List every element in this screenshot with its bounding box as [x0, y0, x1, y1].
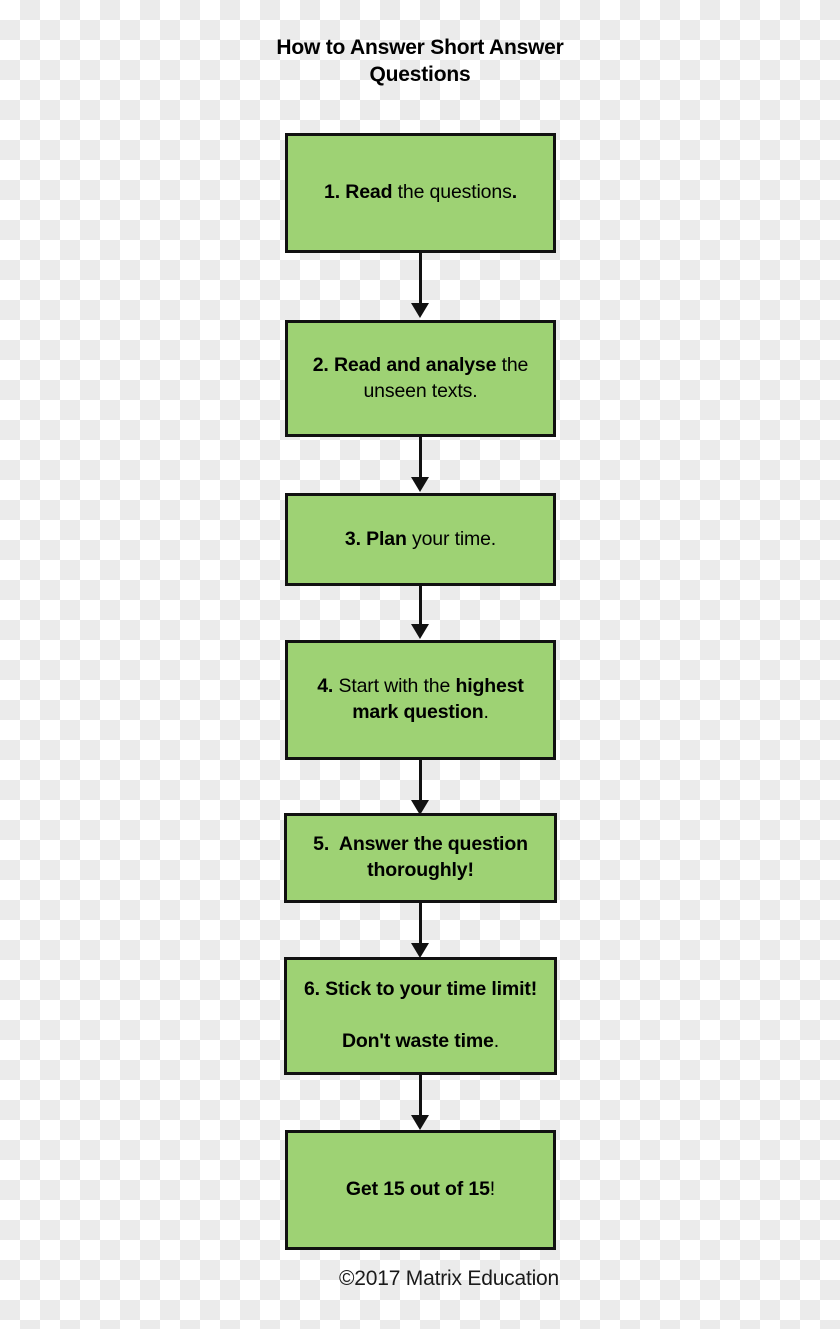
arrowhead-3-to-4	[411, 624, 429, 639]
node-text-step-5: 5. Answer the question thoroughly!	[313, 833, 534, 881]
flowchart-node-result: Get 15 out of 15!	[285, 1130, 556, 1250]
node-text-step-4: 4. Start with the highest mark question.	[317, 675, 530, 723]
node-text-result: Get 15 out of 15!	[345, 1178, 496, 1201]
flowchart-node-step-6: 6. Stick to your time limit!Don't waste …	[284, 957, 557, 1075]
node-text-step-3: 3. Plan your time.	[344, 527, 497, 550]
flowchart-node-step-5: 5. Answer the question thoroughly!	[284, 813, 557, 903]
arrowhead-2-to-3	[411, 477, 429, 492]
arrowhead-1-to-2	[411, 303, 429, 318]
connector-1-to-2	[419, 253, 422, 305]
node-text-step-1: 1. Read the questions.	[324, 181, 517, 204]
arrowhead-5-to-6	[411, 943, 429, 958]
connector-5-to-6	[419, 903, 422, 947]
arrowhead-4-to-5	[411, 800, 429, 815]
node-text-step-2: 2. Read and analyse the unseen texts.	[312, 353, 534, 402]
arrowhead-6-to-result	[411, 1115, 429, 1130]
copyright-footer: ©2017 Matrix Education	[338, 1267, 560, 1290]
flowchart-node-step-4: 4. Start with the highest mark question.	[285, 640, 556, 760]
flowchart-node-step-3: 3. Plan your time.	[285, 493, 556, 586]
connector-4-to-5	[419, 760, 422, 804]
flowchart-node-step-1: 1. Read the questions.	[285, 133, 556, 253]
page-title: How to Answer Short Answer Questions	[276, 36, 564, 87]
flowchart-node-step-2: 2. Read and analyse the unseen texts.	[285, 320, 556, 437]
connector-2-to-3	[419, 437, 422, 479]
node-text-step-6: 6. Stick to your time limit!Don't waste …	[303, 978, 538, 1052]
connector-3-to-4	[419, 586, 422, 626]
connector-6-to-result	[419, 1075, 422, 1119]
